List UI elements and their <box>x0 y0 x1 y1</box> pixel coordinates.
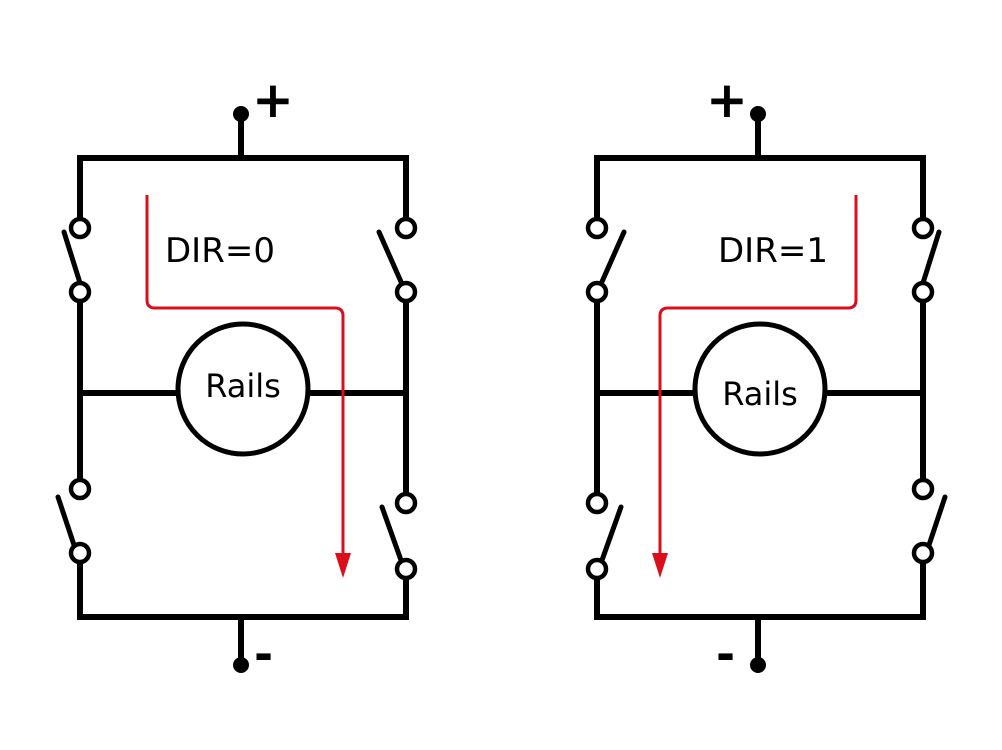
positive-label: + <box>252 71 294 129</box>
load-label: Rails <box>205 367 281 405</box>
switch-bottom-right <box>911 477 948 565</box>
circuit-wires <box>594 111 926 668</box>
circuit-wires <box>77 111 409 668</box>
negative-terminal: - <box>233 627 273 681</box>
direction-label: DIR=1 <box>718 231 828 271</box>
h-bridge-circuit-dir0: Rails + - DIR=0 <box>55 71 418 681</box>
rails-load: Rails <box>692 321 828 457</box>
switch-bottom-left <box>585 491 624 581</box>
negative-terminal: - <box>716 627 766 681</box>
negative-label: - <box>254 627 273 681</box>
switch-top-right <box>911 216 942 304</box>
rails-circle <box>175 321 311 457</box>
switch-top-right <box>376 216 418 304</box>
switch-bottom-left <box>55 477 92 565</box>
positive-terminal: + <box>233 71 294 129</box>
switch-top-left <box>585 216 627 304</box>
direction-label: DIR=0 <box>165 231 275 271</box>
positive-label: + <box>706 71 748 129</box>
current-path-arrow <box>652 195 858 578</box>
current-path-arrow <box>145 195 351 578</box>
switch-top-left <box>61 216 92 304</box>
negative-label: - <box>716 627 735 681</box>
switch-bottom-right <box>379 491 418 581</box>
h-bridge-circuit-dir1: Rails + - DIR=1 <box>585 71 948 681</box>
load-label: Rails <box>722 375 798 413</box>
positive-terminal: + <box>706 71 766 129</box>
rails-load: Rails <box>175 321 311 457</box>
rails-circle <box>692 321 828 457</box>
